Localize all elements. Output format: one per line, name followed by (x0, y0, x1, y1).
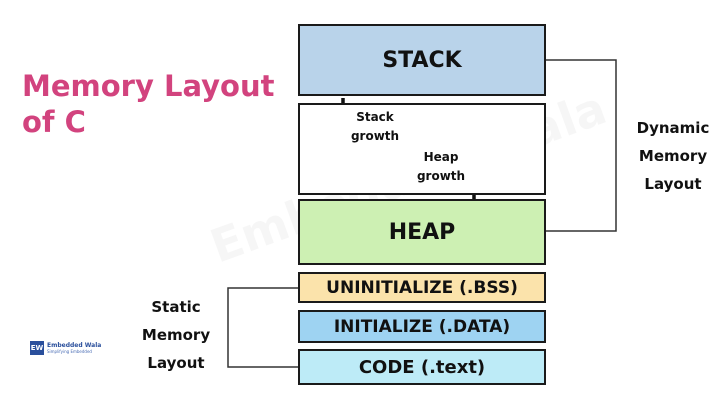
static-line-1: Static (151, 298, 201, 316)
title-line-2: of C (22, 105, 86, 139)
logo-icon: EW (30, 341, 44, 355)
dynamic-line-2: Memory (638, 147, 708, 165)
embedded-wala-logo: EW Embedded Wala Simplifying Embedded (30, 341, 101, 355)
diagram-title: Memory Layout of C (22, 68, 282, 140)
dynamic-bracket (546, 59, 617, 232)
logo-name: Embedded Wala (47, 341, 102, 349)
logo-tagline: Simplifying Embedded (47, 348, 92, 354)
static-line-3: Layout (147, 354, 205, 372)
stack-growth-line-1: Stack (356, 110, 394, 124)
static-line-2: Memory (141, 326, 211, 344)
heap-growth-line-1: Heap (423, 150, 459, 164)
heap-segment: HEAP (298, 199, 546, 265)
free-space-region (298, 103, 546, 195)
static-memory-label: Static Memory Layout (128, 293, 224, 377)
dynamic-line-1: Dynamic (636, 119, 710, 137)
data-segment: INITIALIZE (.DATA) (298, 310, 546, 343)
static-bracket (227, 287, 298, 368)
heap-growth-line-2: growth (416, 169, 466, 183)
stack-growth-line-2: growth (350, 129, 400, 143)
dynamic-memory-label: Dynamic Memory Layout (628, 114, 718, 198)
heap-growth-label: Heap growth (412, 148, 470, 186)
dynamic-line-3: Layout (644, 175, 702, 193)
title-line-1: Memory Layout (22, 69, 275, 103)
bss-segment: UNINITIALIZE (.BSS) (298, 272, 546, 303)
stack-growth-label: Stack growth (346, 108, 404, 146)
stack-segment: STACK (298, 24, 546, 96)
code-segment: CODE (.text) (298, 349, 546, 385)
